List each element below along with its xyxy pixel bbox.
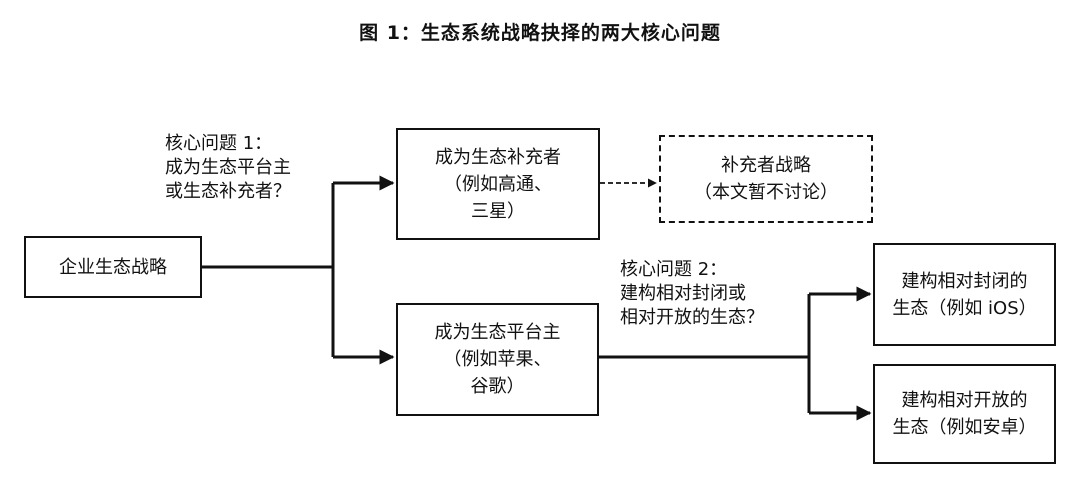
node-complementor: 成为生态补充者 （例如高通、 三星） <box>396 128 600 240</box>
node-label: 建构相对封闭的 <box>901 270 1028 292</box>
question-line: 或生态补充者？ <box>165 181 291 202</box>
node-open-ecosystem: 建构相对开放的 生态（例如安卓） <box>873 364 1056 464</box>
node-example: 生态（例如 iOS） <box>892 297 1037 319</box>
node-label: 成为生态平台主 <box>434 322 561 343</box>
node-label: 企业生态战略 <box>59 256 167 278</box>
node-example: 生态（例如安卓） <box>892 417 1037 438</box>
figure-title: 图 1：生态系统战略抉择的两大核心问题 <box>359 22 721 44</box>
node-label: 建构相对开放的 <box>901 390 1028 411</box>
core-question-2: 核心问题 2： 建构相对封闭或 相对开放的生态？ <box>620 258 764 330</box>
node-example: 三星） <box>471 200 525 222</box>
node-label: 补充者战略 <box>721 155 811 176</box>
node-enterprise-strategy: 企业生态战略 <box>24 236 202 298</box>
question-heading: 核心问题 2： <box>620 259 728 280</box>
node-complementor-strategy: 补充者战略 （本文暂不讨论） <box>659 135 873 223</box>
question-line: 相对开放的生态？ <box>620 307 764 328</box>
node-platform-owner: 成为生态平台主 （例如苹果、 谷歌） <box>396 303 599 416</box>
question-line: 建构相对封闭或 <box>620 283 746 304</box>
core-question-1: 核心问题 1： 成为生态平台主 或生态补充者？ <box>165 132 291 204</box>
node-example: 谷歌） <box>470 376 525 397</box>
question-heading: 核心问题 1： <box>165 133 273 154</box>
node-note: （本文暂不讨论） <box>694 182 838 203</box>
node-label: 成为生态补充者 <box>435 146 561 168</box>
question-line: 成为生态平台主 <box>165 157 291 178</box>
node-example: （例如苹果、 <box>443 349 552 370</box>
node-closed-ecosystem: 建构相对封闭的 生态（例如 iOS） <box>873 243 1056 346</box>
node-example: （例如高通、 <box>444 173 552 195</box>
